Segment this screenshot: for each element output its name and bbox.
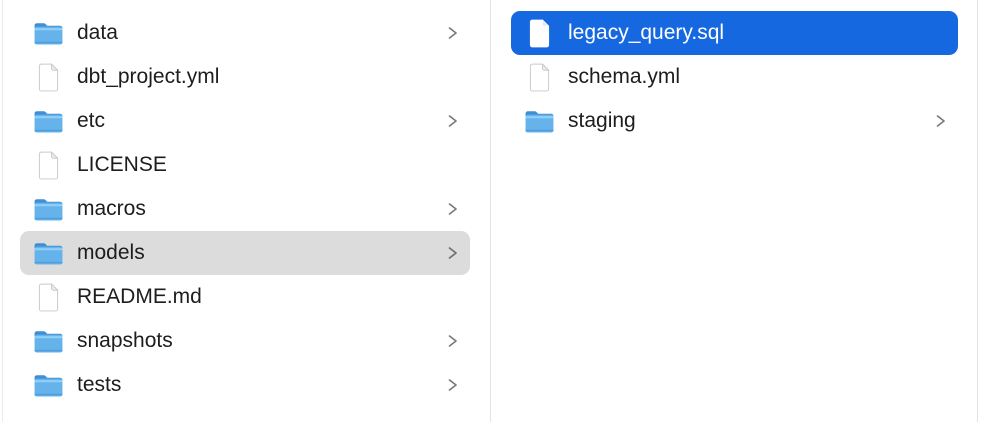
item-label: data	[77, 21, 118, 44]
file-icon	[32, 61, 65, 93]
file-icon	[32, 149, 65, 181]
list-item-models[interactable]: models	[20, 231, 470, 275]
item-label: schema.yml	[568, 65, 681, 88]
chevron-right-icon	[447, 201, 458, 217]
item-label: models	[77, 241, 145, 264]
item-label: snapshots	[77, 329, 173, 352]
list-item-readme-md[interactable]: README.md	[20, 275, 470, 319]
item-label: tests	[77, 373, 122, 396]
list-item-schema-yml[interactable]: schema.yml	[511, 55, 958, 99]
folder-icon	[32, 17, 65, 49]
list-item-staging[interactable]: staging	[511, 99, 958, 143]
finder-column-left: data dbt_project.yml	[20, 11, 470, 407]
folder-icon	[32, 193, 65, 225]
folder-icon	[32, 325, 65, 357]
chevron-right-icon	[447, 333, 458, 349]
chevron-right-icon	[935, 113, 946, 129]
item-label: staging	[568, 109, 636, 132]
list-item-data[interactable]: data	[20, 11, 470, 55]
file-icon	[523, 61, 556, 93]
folder-icon	[32, 369, 65, 401]
list-item-legacy-query-sql[interactable]: legacy_query.sql	[511, 11, 958, 55]
list-item-dbt-project-yml[interactable]: dbt_project.yml	[20, 55, 470, 99]
item-label: etc	[77, 109, 106, 132]
chevron-right-icon	[447, 245, 458, 261]
list-item-tests[interactable]: tests	[20, 363, 470, 407]
column-divider-left[interactable]	[2, 0, 3, 422]
list-item-license[interactable]: LICENSE	[20, 143, 470, 187]
folder-icon	[32, 105, 65, 137]
file-icon	[523, 17, 556, 49]
file-icon	[32, 281, 65, 313]
item-label: dbt_project.yml	[77, 65, 220, 88]
list-item-etc[interactable]: etc	[20, 99, 470, 143]
column-divider-right[interactable]	[977, 0, 978, 422]
chevron-right-icon	[447, 377, 458, 393]
folder-icon	[32, 237, 65, 269]
folder-icon	[523, 105, 556, 137]
finder-column-right: legacy_query.sql schema.yml	[511, 11, 958, 143]
item-label: legacy_query.sql	[568, 21, 725, 44]
item-label: LICENSE	[77, 153, 167, 176]
column-divider[interactable]	[490, 0, 491, 422]
chevron-right-icon	[447, 113, 458, 129]
item-label: macros	[77, 197, 146, 220]
item-label: README.md	[77, 285, 202, 308]
list-item-snapshots[interactable]: snapshots	[20, 319, 470, 363]
list-item-macros[interactable]: macros	[20, 187, 470, 231]
chevron-right-icon	[447, 25, 458, 41]
